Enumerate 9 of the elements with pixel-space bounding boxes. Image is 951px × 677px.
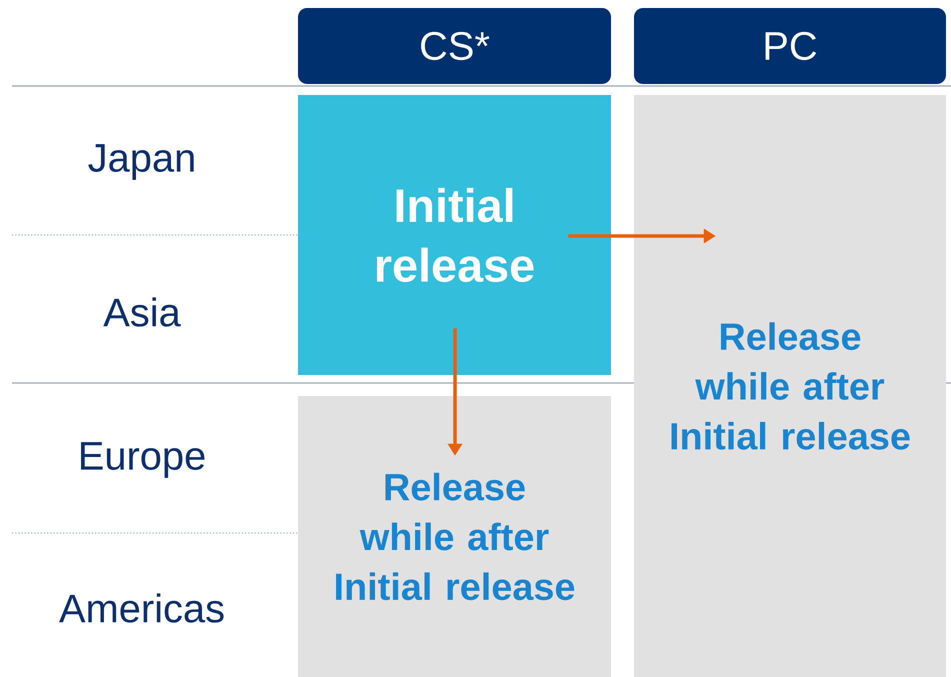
row-label: Americas [59,593,224,623]
release-box: Initial release [298,95,611,375]
release-box: Release while after Initial release [634,95,946,677]
header-tab: CS* [298,8,611,84]
header-tab: PC [634,8,946,84]
row-label: Europe [81,442,204,478]
row-label: Japan [88,144,194,180]
row-label: Asia [103,297,181,327]
release-box: Release while after Initial release [298,396,611,677]
